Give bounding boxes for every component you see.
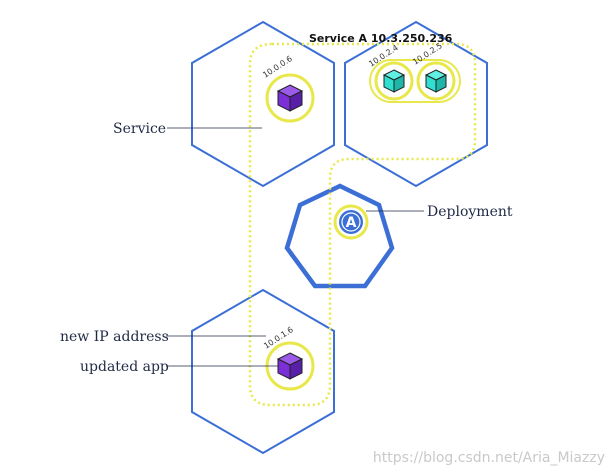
node-top-left (191, 20, 335, 188)
pod-group-boundary (369, 59, 461, 103)
updated-app-label: updated app (80, 359, 169, 375)
cube-icon (382, 69, 406, 93)
cube-icon (276, 352, 304, 380)
service-label: Service (113, 121, 166, 137)
node-bottom (191, 288, 335, 455)
deployment-label: Deployment (427, 204, 513, 220)
deployment-icon: A (333, 204, 369, 240)
cube-icon (276, 84, 304, 112)
cube-icon (424, 69, 448, 93)
pod-10-0-0-6: 10.0.0.6 (261, 54, 315, 123)
deployment-heptagon (284, 183, 395, 289)
node-top-right (344, 20, 488, 188)
new-ip-address-label: new IP address (60, 329, 169, 345)
watermark: https://blog.csdn.net/Aria_Miazzy (373, 450, 605, 466)
pod-10-0-2-5: 10.0.2.5 (411, 41, 456, 101)
pod-10-0-1-6: 10.0.1.6 (262, 325, 315, 391)
pod-10-0-2-4: 10.0.2.4 (367, 43, 414, 101)
deployment-icon-letter: A (346, 215, 357, 231)
service-title: Service A 10.3.250.236 (309, 32, 453, 45)
service-boundary (248, 42, 477, 407)
